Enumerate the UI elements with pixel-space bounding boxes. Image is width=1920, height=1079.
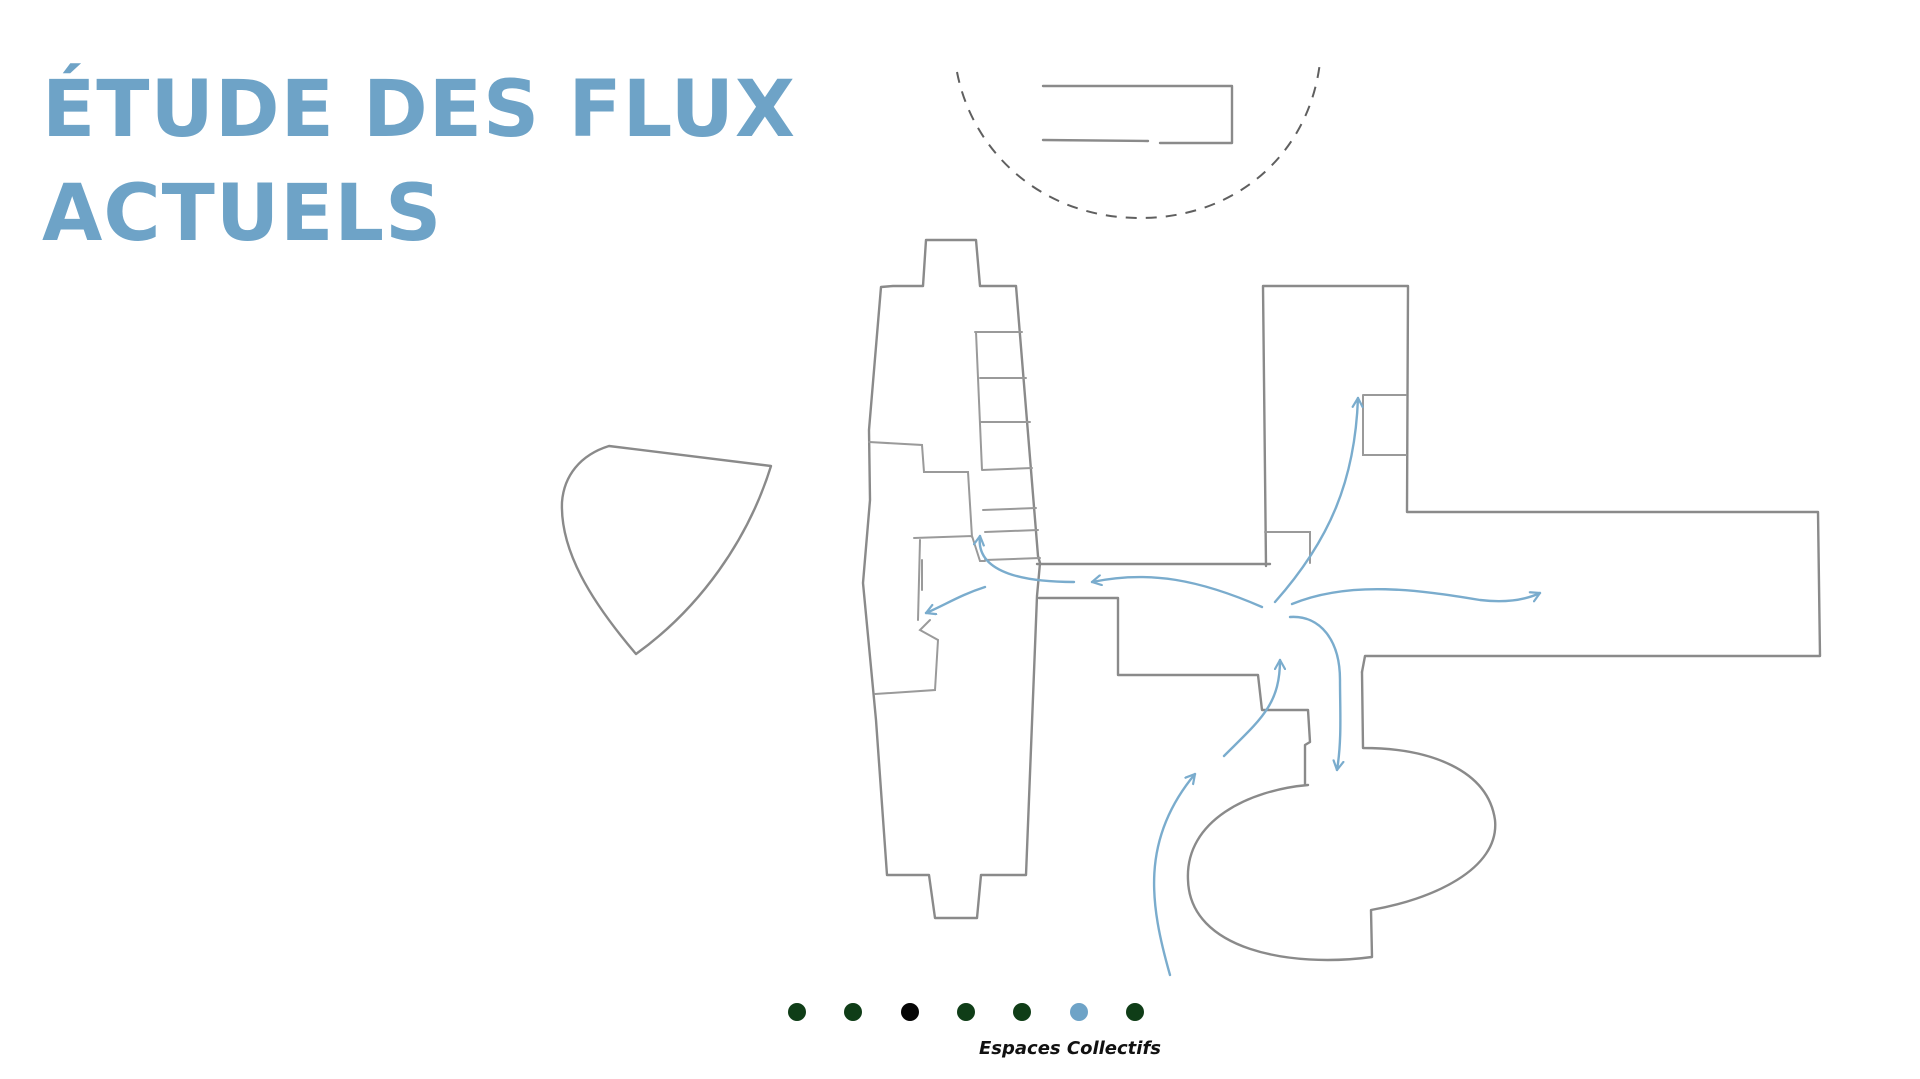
section-caption: Espaces Collectifs (978, 1038, 1161, 1059)
pagination-dot-7[interactable] (1125, 1003, 1144, 1021)
flow-arrow-north-building (1273, 396, 1358, 604)
pagination-dot-3[interactable] (900, 1003, 919, 1021)
flow-arrow-entrance (1152, 772, 1197, 977)
pagination-dot-4[interactable] (956, 1003, 975, 1021)
pagination-dot-6-active[interactable] (1069, 1003, 1088, 1021)
flow-arrow-upper-rooms (980, 534, 1076, 584)
flow-arrow-lower-rooms (924, 585, 987, 613)
right-upper-building (1261, 284, 1822, 674)
left-teardrop-kiosk (560, 444, 773, 656)
flow-arrow-to-hub (1222, 658, 1280, 758)
corridor-and-lower-block (1035, 562, 1312, 787)
oval-amphitheatre (1186, 670, 1497, 962)
page-title: ÉTUDE DES FLUX ACTUELS (42, 58, 796, 266)
flow-arrow-amphitheatre (1288, 615, 1340, 772)
page-title-line-1: ÉTUDE DES FLUX (42, 65, 797, 155)
pagination-dot-1[interactable] (788, 1003, 806, 1021)
flow-arrows (924, 396, 1542, 977)
flow-arrow-east-wing (1290, 588, 1542, 606)
central-building-partitions (868, 331, 1041, 695)
slide-pagination (788, 1002, 1144, 1022)
top-small-building (1041, 84, 1234, 145)
right-building-partitions (1264, 394, 1407, 564)
pagination-dot-5[interactable] (1013, 1003, 1032, 1021)
page-title-line-2: ACTUELS (42, 169, 443, 259)
pagination-dot-2[interactable] (844, 1003, 863, 1021)
central-long-building (861, 238, 1042, 920)
flow-arrow-west-corridor (1090, 577, 1264, 609)
